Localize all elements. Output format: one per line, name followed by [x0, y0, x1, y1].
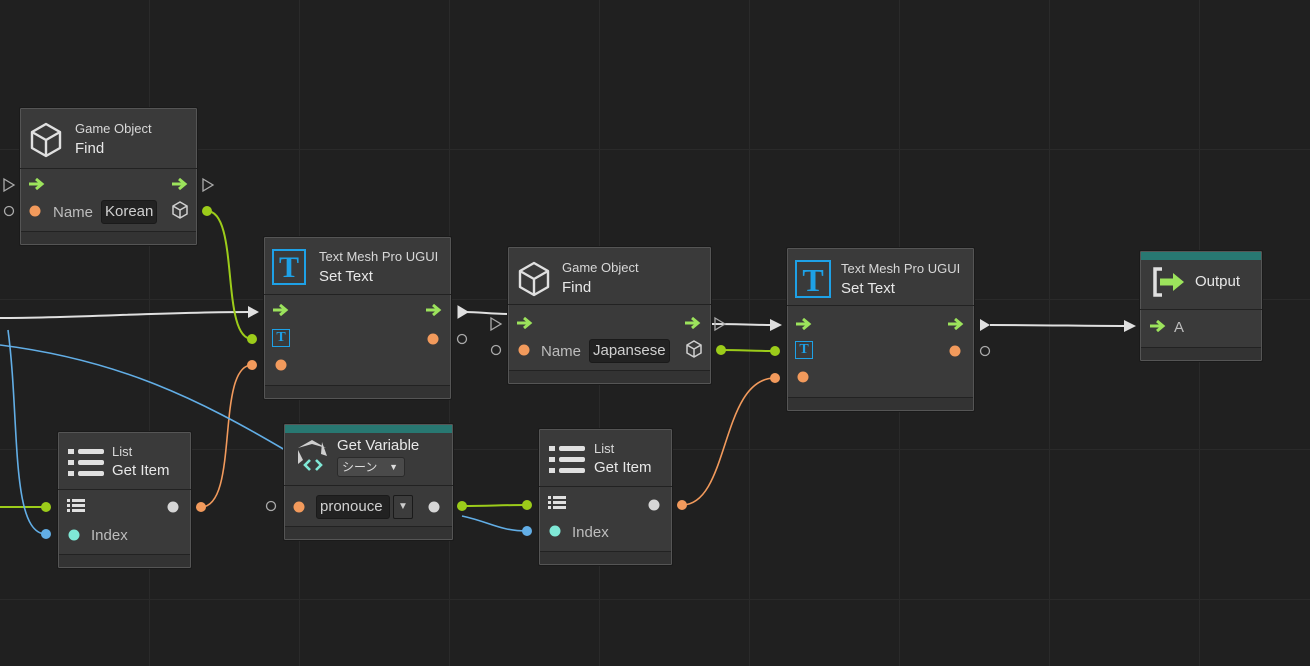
- string-output-port[interactable]: [949, 345, 961, 357]
- node-subtitle: Text Mesh Pro UGUI: [841, 261, 961, 276]
- list-port-icon[interactable]: [67, 499, 85, 513]
- node-footer: [59, 554, 190, 567]
- int-wire-index1: [7, 329, 47, 535]
- node-footer: [540, 551, 671, 564]
- flow-out-arrow-icon[interactable]: [171, 178, 191, 190]
- list-port-icon[interactable]: [548, 496, 566, 510]
- node-title: Set Text: [319, 268, 373, 285]
- cube-icon: [518, 261, 550, 297]
- node-subtitle: Game Object: [562, 260, 639, 275]
- port-label-a: A: [1174, 319, 1185, 336]
- string-port[interactable]: [518, 344, 530, 356]
- name-field[interactable]: Korean: [101, 200, 158, 224]
- node-footer: [285, 526, 452, 539]
- object-wire-getvar-getitem2: [461, 504, 528, 507]
- node-subtitle: Text Mesh Pro UGUI: [319, 249, 439, 264]
- flow-out-arrow-icon[interactable]: [684, 317, 704, 329]
- flow-in-arrow-icon[interactable]: [272, 304, 292, 316]
- flow-wire-arrowhead: [1124, 320, 1136, 332]
- string-port[interactable]: [293, 501, 305, 513]
- node-title: Set Text: [841, 280, 895, 297]
- node-get-variable[interactable]: Get Variable シーン ▼ pronouce ▼: [283, 423, 454, 541]
- node-footer: [509, 370, 710, 383]
- node-find-korean[interactable]: Game Object Find Name Korean: [19, 107, 198, 246]
- unity-variable-icon: [298, 440, 327, 471]
- node-subtitle: List: [594, 441, 615, 456]
- string-wire-getitem1-settext1: [200, 364, 253, 508]
- variable-header-bar: [285, 425, 452, 433]
- node-title: Find: [562, 279, 592, 296]
- node-title: Get Variable: [337, 437, 420, 454]
- node-list-get-item-2[interactable]: List Get Item Index: [538, 428, 673, 566]
- textmeshpro-port-icon[interactable]: T: [272, 329, 290, 347]
- cube-output-icon: [686, 340, 702, 358]
- node-list-get-item-1[interactable]: List Get Item Index: [57, 431, 192, 569]
- variable-name-field[interactable]: pronouce: [316, 495, 390, 519]
- int-port[interactable]: [549, 525, 561, 537]
- index-label: Index: [91, 527, 128, 544]
- flow-in-arrow-icon[interactable]: [516, 317, 536, 329]
- flow-in-arrow-icon[interactable]: [1149, 320, 1169, 332]
- object-wire-find1-settext1: [206, 210, 253, 340]
- node-footer: [21, 231, 196, 244]
- flow-out-arrow-icon[interactable]: [947, 318, 967, 330]
- index-label: Index: [572, 524, 609, 541]
- node-find-japanese[interactable]: Game Object Find Name Japansese: [507, 246, 712, 385]
- list-icon: [549, 446, 585, 473]
- node-title: Get Item: [594, 459, 652, 476]
- node-footer: [788, 397, 973, 410]
- object-wire-find2-settext2: [720, 349, 776, 352]
- flow-in-arrow-icon[interactable]: [28, 178, 48, 190]
- node-subtitle: List: [112, 444, 133, 459]
- int-wire-long: [0, 344, 286, 451]
- flow-wire-settext2-output: [989, 324, 1127, 327]
- scope-dropdown[interactable]: シーン ▼: [337, 457, 405, 477]
- node-set-text-1[interactable]: T Text Mesh Pro UGUI Set Text T: [263, 236, 452, 400]
- flow-wire-incoming: [0, 311, 251, 319]
- list-output-port[interactable]: [428, 501, 440, 513]
- cube-output-icon: [172, 201, 188, 219]
- string-port[interactable]: [797, 371, 809, 383]
- variable-dropdown-button[interactable]: ▼: [393, 495, 413, 519]
- chevron-down-icon: ▼: [389, 462, 398, 472]
- string-port[interactable]: [275, 359, 287, 371]
- flow-wire-arrowhead: [248, 306, 259, 318]
- list-output-port[interactable]: [648, 499, 660, 511]
- textmeshpro-icon: T: [795, 260, 831, 298]
- string-output-port[interactable]: [427, 333, 439, 345]
- flow-in-arrow-icon[interactable]: [795, 318, 815, 330]
- string-port[interactable]: [29, 205, 41, 217]
- list-icon: [68, 449, 104, 476]
- name-label: Name: [53, 204, 94, 221]
- name-field[interactable]: Japansese: [589, 339, 670, 363]
- cube-icon: [30, 122, 62, 158]
- flow-wire-find2-settext2: [711, 323, 773, 326]
- string-wire-getitem2-settext2: [681, 377, 776, 506]
- flow-out-arrow-icon[interactable]: [425, 304, 445, 316]
- node-title: Get Item: [112, 462, 170, 479]
- list-output-port[interactable]: [167, 501, 179, 513]
- node-subtitle: Game Object: [75, 121, 152, 136]
- flow-wire-settext1-find2: [464, 311, 509, 315]
- node-set-text-2[interactable]: T Text Mesh Pro UGUI Set Text T: [786, 247, 975, 412]
- output-icon: [1153, 267, 1184, 297]
- node-output[interactable]: Output A: [1139, 250, 1263, 362]
- textmeshpro-port-icon[interactable]: T: [795, 341, 813, 359]
- scope-value: シーン: [342, 460, 378, 474]
- name-label: Name: [541, 343, 582, 360]
- textmeshpro-icon: T: [272, 249, 306, 285]
- int-port[interactable]: [68, 529, 80, 541]
- node-footer: [265, 385, 450, 398]
- node-title: Find: [75, 140, 105, 157]
- output-header-bar: [1141, 252, 1261, 260]
- int-wire-index2: [461, 515, 528, 532]
- node-title: Output: [1195, 273, 1241, 290]
- node-footer: [1141, 347, 1261, 360]
- flow-wire-arrowhead: [770, 319, 782, 331]
